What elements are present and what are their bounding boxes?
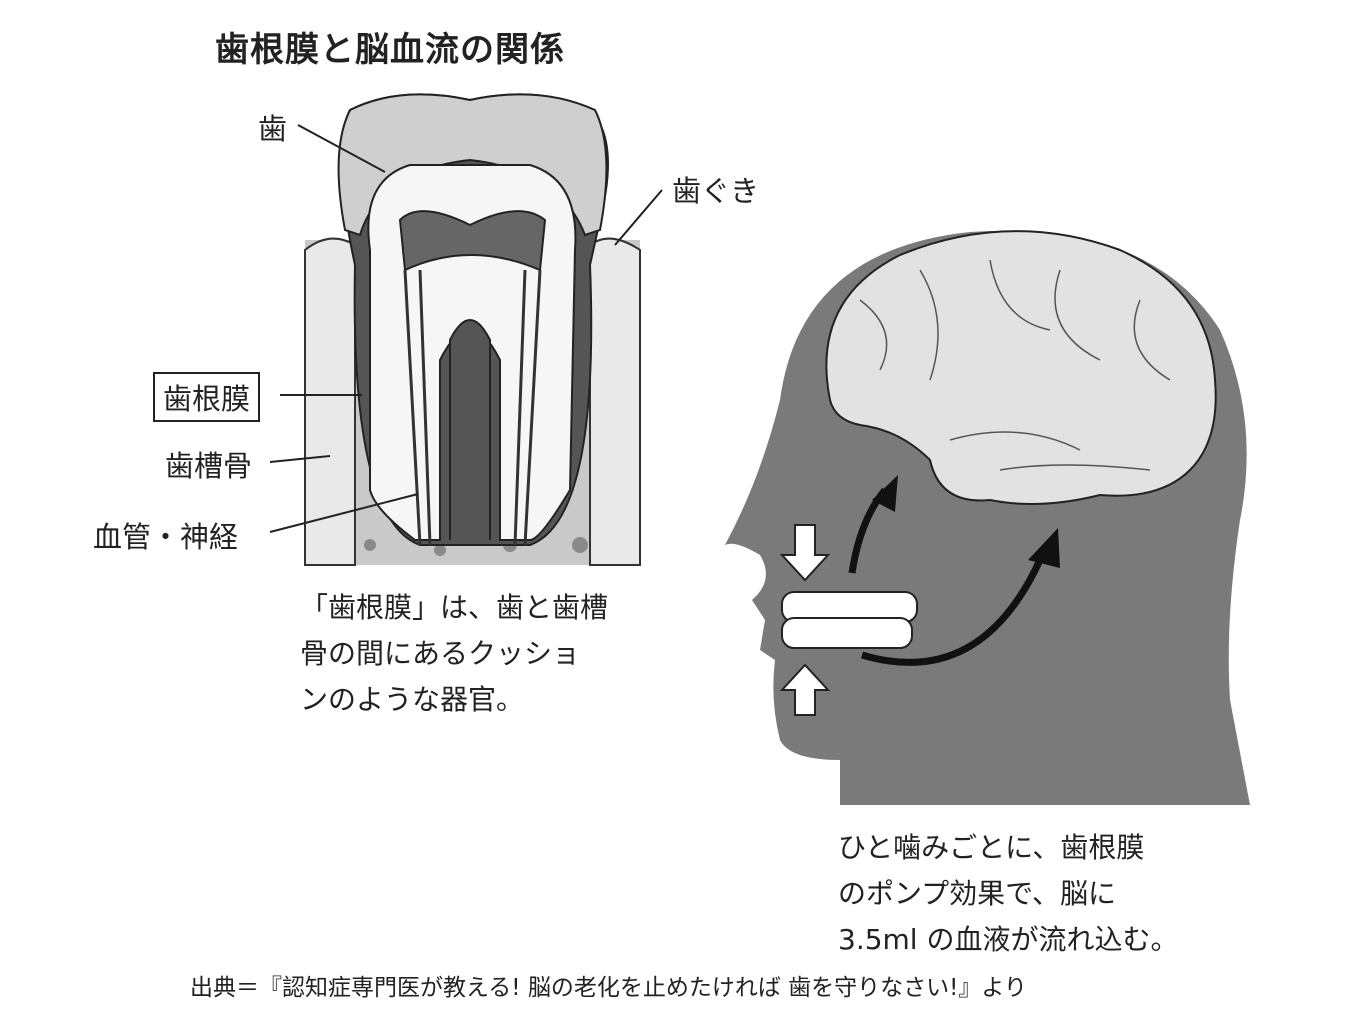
caption-right: ひと噛みごとに、歯根膜 のポンプ効果で、脳に 3.5ml の血液が流れ込む。 [838, 825, 1179, 963]
bite-arrow-down-icon [779, 524, 831, 582]
brain [825, 230, 1217, 505]
caption-left: 「歯根膜」は、歯と歯槽 骨の間にあるクッショ ンのような器官。 [300, 585, 608, 723]
label-alveolar-bone: 歯槽骨 [165, 449, 253, 483]
pulp [398, 210, 547, 272]
label-leader-lines [269, 124, 663, 533]
label-vessels-nerves: 血管・神経 [93, 520, 239, 554]
page-title: 歯根膜と脳血流の関係 [215, 30, 565, 70]
caption-line: 3.5ml の血液が流れ込む。 [838, 923, 1179, 956]
caption-line: ひと噛みごとに、歯根膜 [838, 831, 1145, 864]
caption-line: 「歯根膜」は、歯と歯槽 [300, 591, 609, 624]
label-periodontal-ligament: 歯根膜 [153, 372, 261, 422]
bite-arrow-up-icon [779, 663, 831, 716]
caption-line: ンのような器官。 [300, 683, 525, 716]
caption-line: 骨の間にあるクッショ [300, 637, 581, 670]
label-gum: 歯ぐき [672, 174, 760, 208]
teeth [781, 591, 918, 649]
caption-line: のポンプ効果で、脳に [838, 877, 1117, 910]
label-tooth: 歯 [258, 112, 288, 146]
source-citation: 出典＝『認知症専門医が教える! 脳の老化を止めたければ 歯を守りなさい!』より [190, 975, 1027, 1001]
enamel [337, 93, 608, 237]
tooth-cross-section [304, 93, 641, 566]
